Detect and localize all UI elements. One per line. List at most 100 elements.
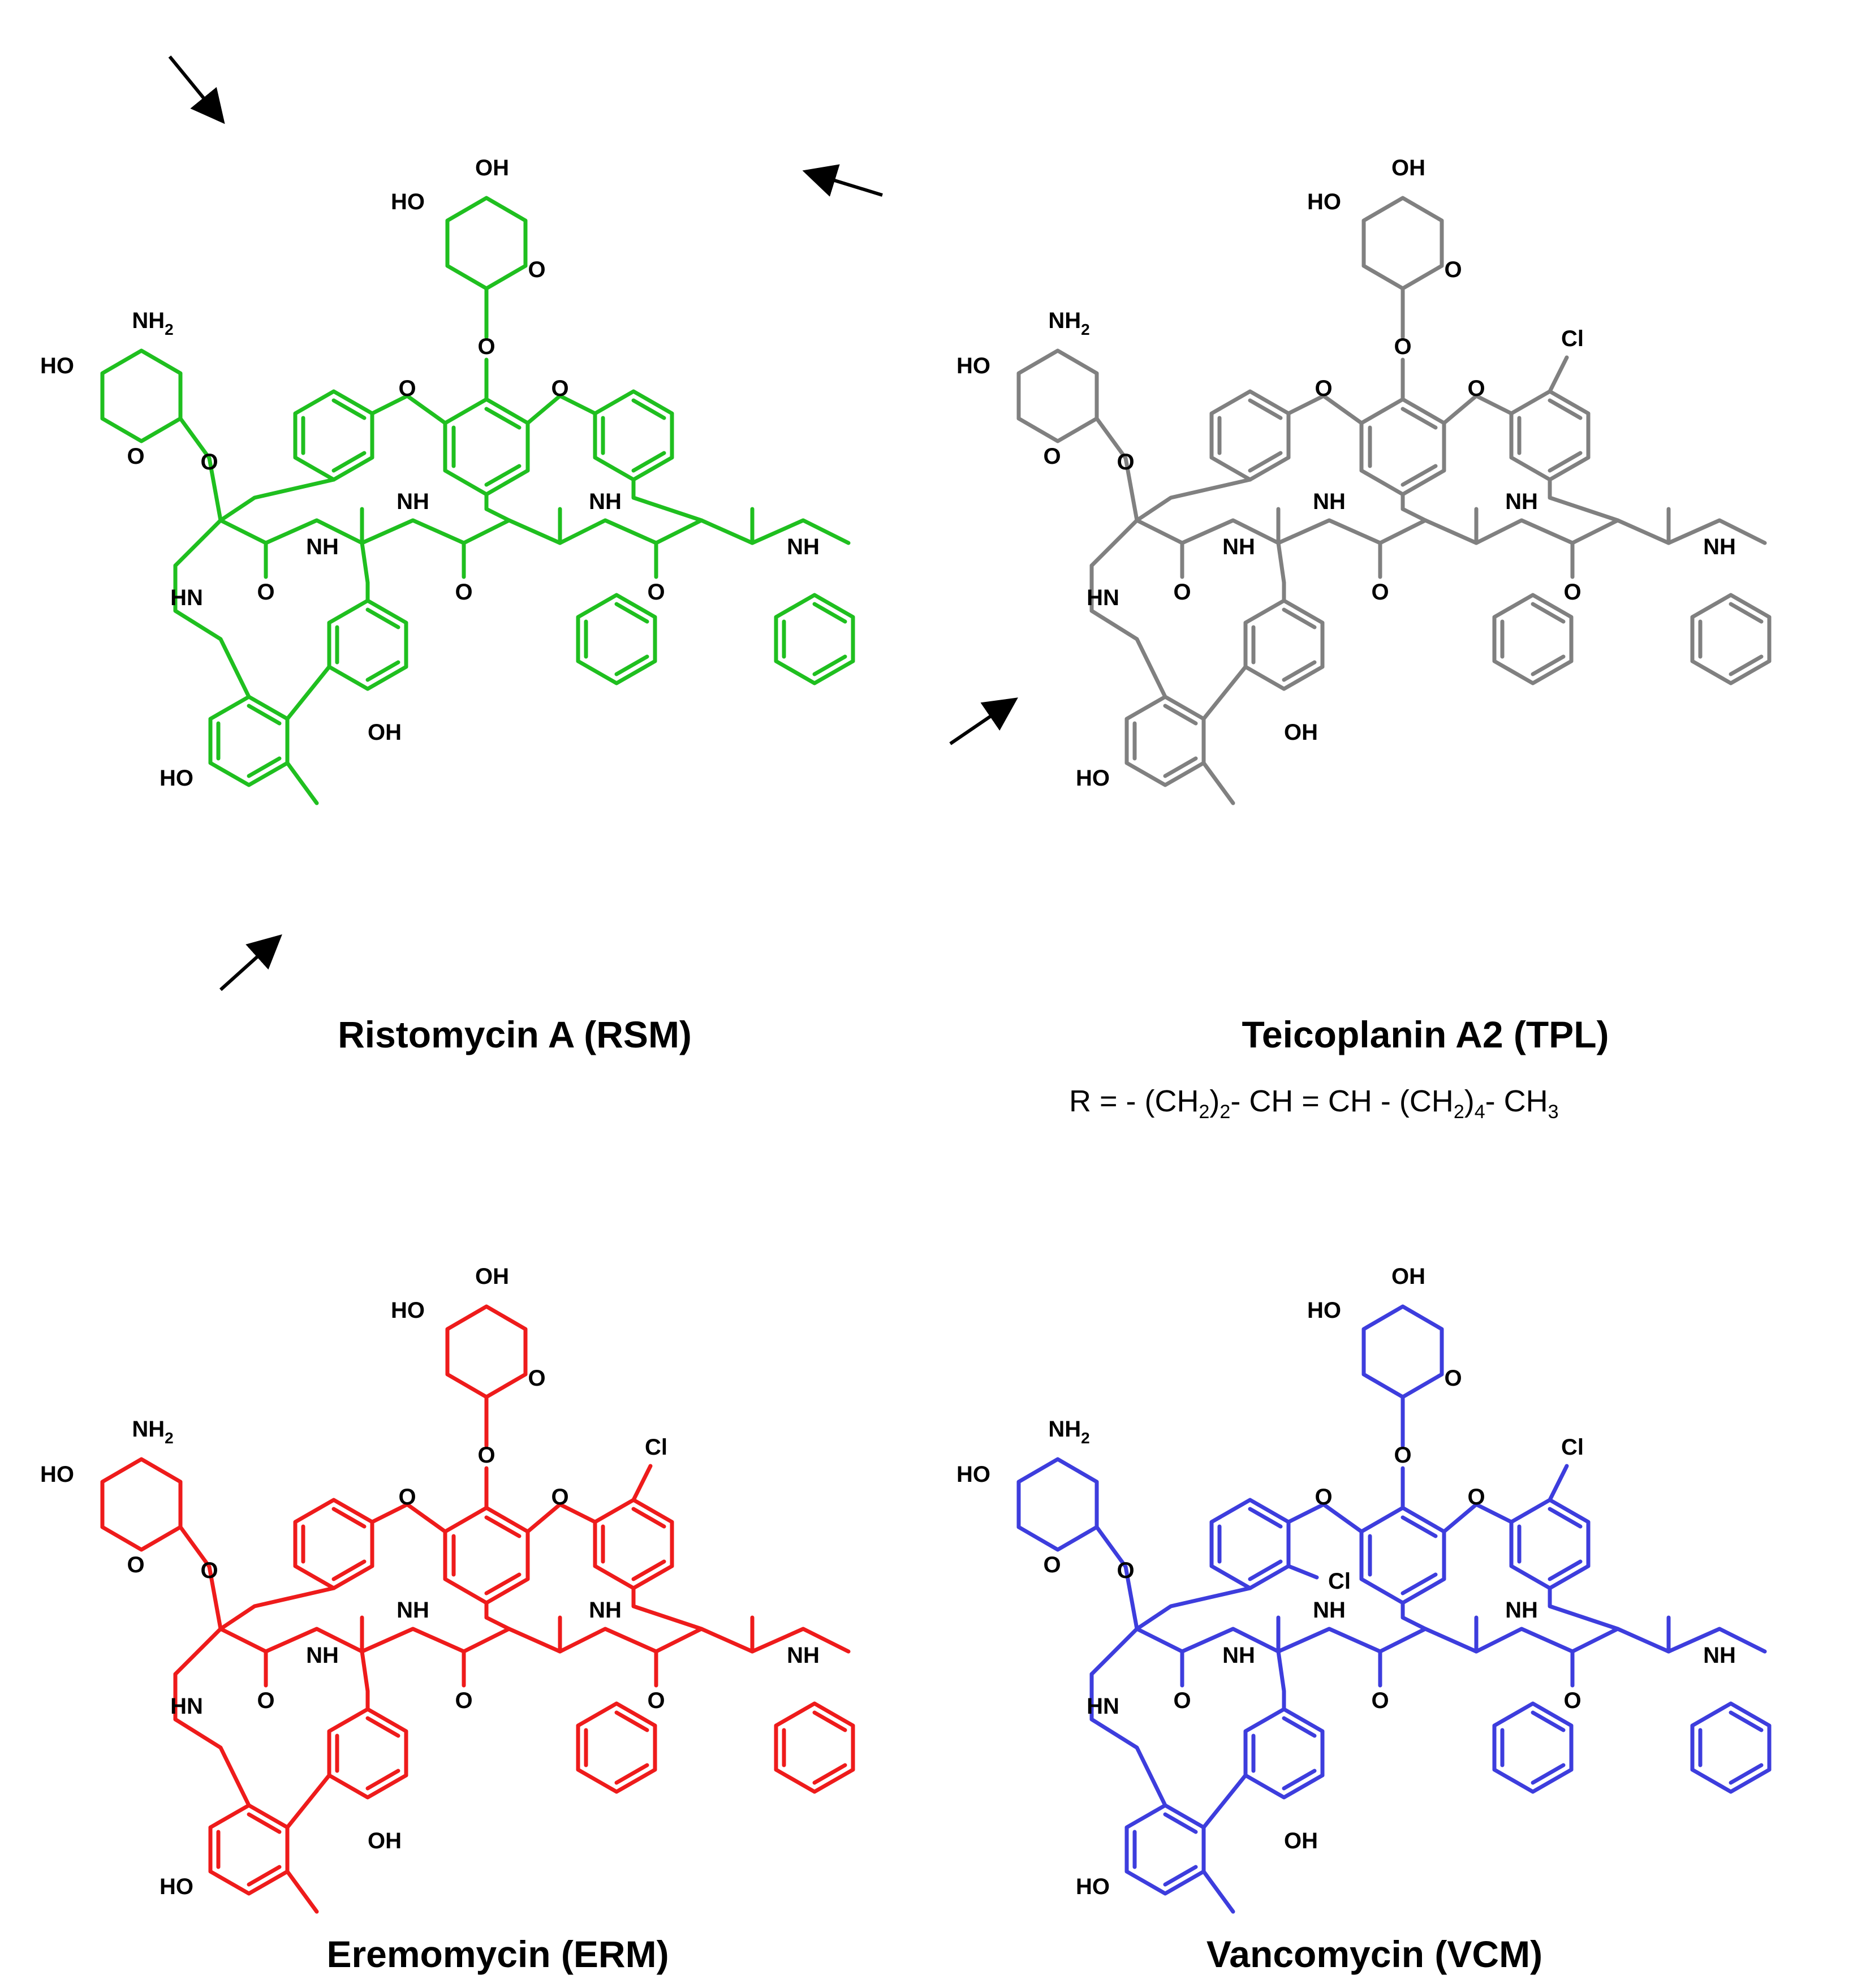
phenyl-ring-2-double-bond [631, 1507, 666, 1529]
side-chain-5 [173, 563, 251, 699]
oxygen-label: O [647, 580, 665, 605]
oxygen-label: O [455, 1688, 472, 1713]
chlorine-label: Cl [645, 1435, 667, 1460]
phenol-ho-label: HO [1076, 766, 1110, 791]
phenyl-ring-2-double-bond [1548, 398, 1583, 420]
biaryl-ring-lower-double-bond [247, 1865, 282, 1887]
oxygen-label: O [1371, 580, 1389, 605]
nh-label: NH [1313, 489, 1346, 514]
glycosidic-oxygen-label: O [1394, 334, 1411, 359]
dihydroxy-ring-double-bond [614, 1763, 649, 1785]
chlorine-label: Cl [1561, 1435, 1584, 1460]
amino-sugar-link [178, 1525, 223, 1631]
terminal-aryl-ring-double-bond [1729, 602, 1764, 624]
oxygen-label: O [200, 450, 218, 475]
nh-label: NH [306, 1643, 339, 1668]
oxygen-label: O [1117, 450, 1134, 475]
oxygen-label: O [1173, 580, 1191, 605]
biaryl-bond [285, 1773, 331, 1830]
biaryl-ring-lower-double-bond [247, 704, 282, 726]
amino-sugar-link [178, 416, 223, 523]
central-aryl-ring-double-bond [1400, 464, 1438, 487]
hydroxyl-label: HO [40, 1462, 74, 1487]
biaryl-ring-upper [1243, 1707, 1325, 1800]
dihydroxy-ring-double-bond [614, 654, 649, 676]
ether-bridge-1 [1286, 1502, 1364, 1534]
phenyl-ring-1-double-bond [1248, 1559, 1283, 1581]
central-aryl-ring-double-bond [484, 464, 522, 487]
arrow-annotations [168, 55, 1018, 991]
hn-label: HN [1087, 585, 1119, 610]
phenyl-ring-1 [293, 389, 374, 482]
biaryl-ring-lower [1124, 695, 1206, 787]
eremomycin-structure [100, 1304, 855, 1914]
hydroxyl-label: OH [1391, 1264, 1425, 1289]
ring-oxygen-label: O [528, 257, 545, 282]
side-chain-5 [1089, 1672, 1167, 1808]
phenyl-ring-2 [593, 389, 674, 482]
nh-label: NH [306, 534, 339, 559]
biaryl-ring-upper [327, 598, 408, 691]
chloro-bond [1548, 355, 1569, 394]
sugar-ring-top [445, 1304, 528, 1399]
biaryl-ring-lower-double-bond [1163, 1812, 1198, 1834]
biaryl-ring-lower-double-bond [247, 1812, 282, 1834]
biaryl-ring-upper [327, 1707, 408, 1800]
arrow-3 [219, 934, 282, 991]
hn-label: HN [170, 585, 203, 610]
nh-label: NH [787, 534, 820, 559]
phenol-oh-label: OH [368, 720, 402, 745]
phenyl-ring-1-double-bond [1248, 1507, 1283, 1529]
hydroxyl-label: HO [1307, 1298, 1341, 1323]
arrow-4 [949, 697, 1018, 745]
dihydroxy-ring [1492, 1701, 1574, 1794]
side-chain-2 [484, 1601, 511, 1631]
biaryl-ring-upper-double-bond [1282, 1716, 1317, 1738]
sugar-ring-top [445, 196, 528, 291]
peptide-backbone [173, 1627, 851, 1676]
chloro-bond [1548, 1464, 1569, 1502]
biaryl-ring-upper-double-bond [1282, 1769, 1317, 1791]
side-chain-3 [631, 477, 704, 523]
dihydroxy-ring-double-bond [1531, 654, 1566, 676]
ether-oxygen-label: O [1315, 1485, 1332, 1510]
phenol-bond [285, 761, 319, 805]
biaryl-bond [285, 665, 331, 721]
oxygen-label: O [1117, 1558, 1134, 1583]
nh-label: NH [1703, 1643, 1736, 1668]
ether-bridge-1 [370, 1502, 447, 1534]
ether-oxygen-label: O [1315, 376, 1332, 401]
amino-sugar-link [1094, 1525, 1139, 1631]
ristomycin-structure [100, 196, 855, 805]
dihydroxy-ring [576, 1701, 657, 1794]
oxygen-label: O [257, 1688, 274, 1713]
amine-label: NH2 [1048, 1417, 1089, 1447]
hn-label: HN [170, 1694, 203, 1719]
hydroxyl-label: HO [956, 1462, 990, 1487]
amine-label: NH2 [1048, 308, 1089, 338]
side-chain-3 [1548, 477, 1620, 523]
terminal-aryl-ring-double-bond [812, 602, 847, 624]
hydroxyl-label: HO [1307, 189, 1341, 214]
nh-label: NH [397, 489, 429, 514]
side-chain-5 [173, 1672, 251, 1808]
ether-oxygen-label: O [1467, 1485, 1485, 1510]
nh-label: NH [589, 1598, 622, 1623]
oxygen-label: O [200, 1558, 218, 1583]
ether-oxygen-label: O [398, 1485, 416, 1510]
phenol-ho-label: HO [160, 766, 193, 791]
oxygen-label: O [1173, 1688, 1191, 1713]
nh-label: NH [397, 1598, 429, 1623]
biaryl-ring-lower-double-bond [247, 756, 282, 778]
central-aryl-ring-double-bond [484, 1515, 522, 1538]
ring-oxygen-label: O [1444, 257, 1462, 282]
hydroxyl-label: HO [40, 353, 74, 378]
ether-oxygen-label: O [551, 1485, 568, 1510]
terminal-aryl-ring [1690, 593, 1772, 685]
side-chain-2 [1400, 492, 1428, 523]
caption-ristomycin: Ristomycin A (RSM) [338, 1014, 692, 1055]
hydroxyl-label: HO [391, 189, 425, 214]
nh-label: NH [1505, 489, 1538, 514]
sugar-ring-top [1361, 196, 1444, 291]
biaryl-ring-lower-double-bond [1163, 756, 1198, 778]
